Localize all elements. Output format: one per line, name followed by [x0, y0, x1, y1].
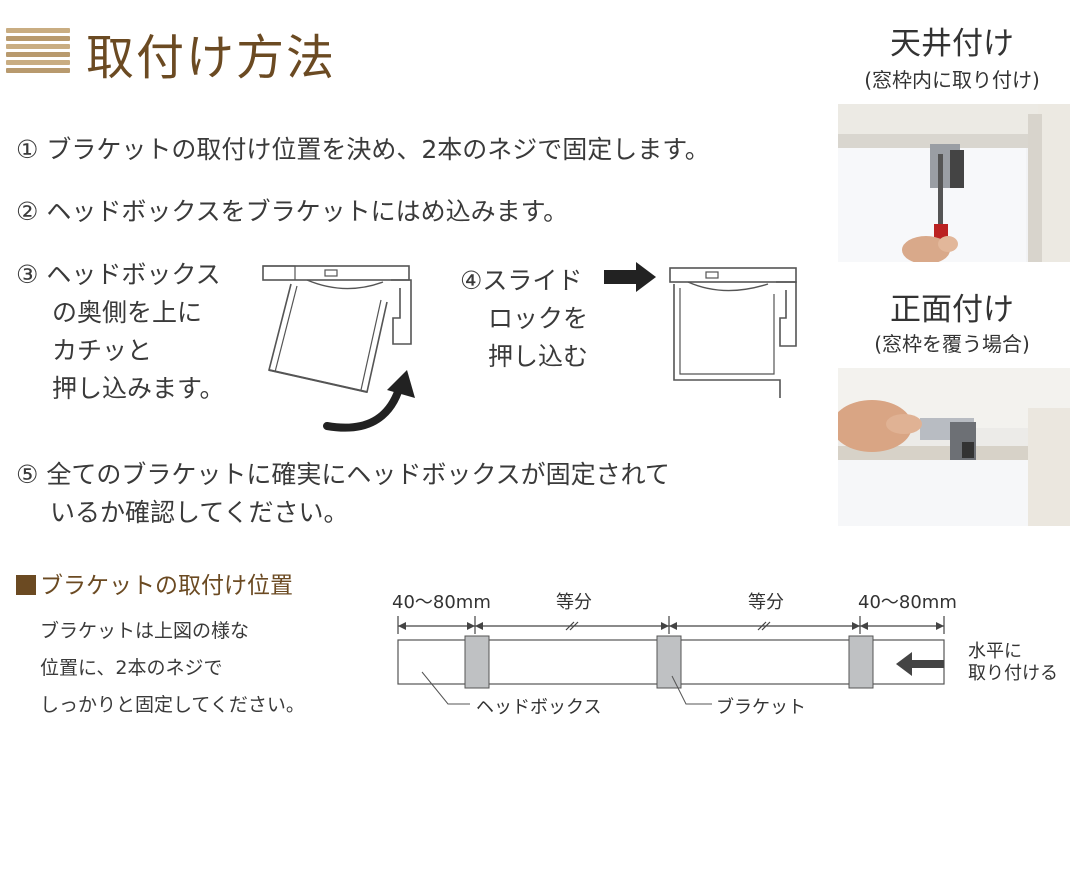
push-arrow-icon [604, 270, 638, 284]
bracket-block [464, 635, 490, 689]
step-3-line: ③ ヘッドボックス [16, 260, 221, 289]
bracket-block [656, 635, 682, 689]
dimension-label-left: 40〜80mm [392, 592, 491, 613]
front-mount-title: 正面付け [890, 292, 1014, 328]
page-title: 取付け方法 [86, 30, 337, 86]
headbox-label: ヘッドボックス [476, 697, 602, 718]
bracket-note-line: ブラケットは上図の様な [40, 620, 250, 642]
bracket-note-line: 位置に、2本のネジで [40, 657, 223, 679]
step-3-line: 押し込みます。 [52, 374, 225, 403]
horizontal-label: 水平に 取り付ける [968, 641, 1058, 685]
bracket-note-line: しっかりと固定してください。 [40, 694, 305, 716]
bracket-position-title-text: ブラケットの取付け位置 [40, 573, 293, 599]
ceiling-mount-subtitle: (窓枠内に取り付け) [864, 68, 1040, 92]
bracket-block [848, 635, 874, 689]
horizontal-arrow-icon [908, 660, 944, 668]
step-5-line: ⑤ 全てのブラケットに確実にヘッドボックスが固定されて [16, 460, 670, 489]
step-5-line: いるか確認してください。 [50, 498, 349, 527]
bracket-position-diagram [397, 616, 945, 705]
square-bullet-icon [16, 575, 36, 595]
step-4-text: ④スライド ロックを 押し込む [460, 262, 588, 376]
bracket-label: ブラケット [716, 697, 806, 718]
step-4-diagram [604, 262, 797, 398]
step-5-text: ⑤ 全てのブラケットに確実にヘッドボックスが固定されて いるか確認してください。 [16, 456, 670, 532]
dimension-label-right: 40〜80mm [858, 592, 957, 613]
ceiling-mount-photo [838, 104, 1070, 262]
front-mount-subtitle: (窓枠を覆う場合) [874, 332, 1030, 356]
step-3-text: ③ ヘッドボックス の奥側を上に カチッと 押し込みます。 [16, 256, 225, 408]
blind-icon [6, 28, 70, 74]
bracket-position-title: ブラケットの取付け位置 [16, 566, 293, 600]
step-3-diagram [262, 265, 415, 432]
dimension-label-equal: 等分 [748, 592, 784, 613]
horizontal-label-line: 取り付ける [968, 663, 1058, 684]
step-1-text: ① ブラケットの取付け位置を決め、2本のネジで固定します。 [16, 135, 710, 164]
step-4-line: ロックを [488, 304, 589, 333]
step-4-line: ④スライド [460, 266, 583, 295]
horizontal-label-line: 水平に [968, 641, 1022, 662]
step-3-line: カチッと [52, 336, 153, 365]
step-4-line: 押し込む [488, 342, 589, 371]
step-3-line: の奥側を上に [52, 298, 203, 327]
ceiling-mount-title: 天井付け [890, 26, 1014, 62]
dimension-label-equal: 等分 [556, 592, 592, 613]
front-mount-photo [838, 368, 1070, 526]
step-2-text: ② ヘッドボックスをブラケットにはめ込みます。 [16, 197, 569, 226]
